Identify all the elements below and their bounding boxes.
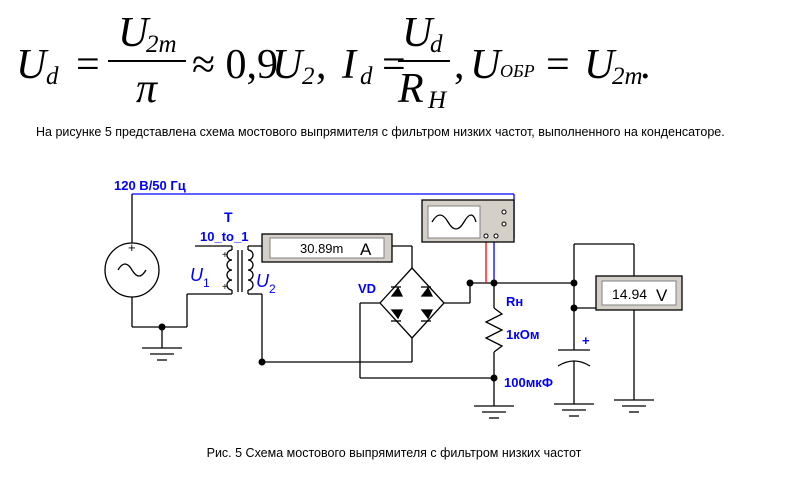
formula-den2: R	[398, 66, 424, 112]
formula-eq2: =	[382, 42, 406, 88]
voltmeter-unit: V	[656, 286, 668, 305]
voltmeter-icon	[595, 275, 683, 311]
formula-num2-sub: d	[430, 31, 443, 58]
primary-label: U	[190, 265, 204, 285]
transformer-label: T	[224, 209, 233, 225]
figure-caption: Рис. 5 Схема мостового выпрямителя с фил…	[206, 446, 582, 460]
formula-id-sub: d	[360, 63, 373, 90]
svg-text:+: +	[222, 282, 228, 293]
resistor-value: 1кОм	[506, 327, 539, 342]
secondary-label: U	[256, 271, 270, 291]
fraction-bar-2	[398, 60, 450, 62]
primary-sub: 1	[203, 276, 210, 290]
formula-u2-sub: 2	[302, 63, 315, 90]
capacitor-plus: +	[582, 333, 590, 348]
fraction-bar-1	[108, 60, 186, 62]
secondary-sub: 2	[269, 282, 276, 296]
formula-id: I	[342, 42, 356, 88]
formula-ud-lhs-sub: d	[46, 63, 59, 90]
diode-bridge-icon	[379, 267, 445, 339]
rectifier-formulas: U d = U 2m π ≈ 0,9 U 2 , I d = U d R Н ,…	[10, 6, 780, 114]
formula-u2m-sub: 2m	[612, 63, 643, 90]
source-label: 120 В/50 Гц	[114, 178, 186, 193]
formula-dot: .	[640, 42, 651, 88]
formula-uobr-sub: ОБР	[500, 61, 535, 81]
bridge-label: VD	[358, 281, 376, 296]
body-paragraph: На рисунке 5 представлена схема мостовог…	[36, 125, 725, 139]
svg-text:+: +	[222, 250, 228, 261]
formula-num2: U	[402, 10, 433, 56]
capacitor-value: 100мкФ	[504, 375, 553, 390]
transformer-model: 10_to_1	[200, 229, 248, 244]
transformer-icon	[226, 246, 254, 294]
formula-comma1: ,	[316, 42, 327, 88]
resistor-label: Rн	[506, 294, 523, 309]
voltmeter-value: 14.94	[612, 286, 647, 302]
formula-comma2: ,	[454, 42, 465, 88]
oscilloscope-icon	[421, 199, 515, 243]
source-plus: +	[128, 240, 136, 255]
formula-eq3: =	[546, 42, 570, 88]
formula-u2m: U	[584, 42, 615, 88]
ammeter-unit: A	[360, 240, 372, 259]
formula-num1-sub: 2m	[146, 31, 177, 58]
formula-den1: π	[136, 66, 158, 112]
formula-approx: ≈ 0,9	[192, 42, 279, 88]
formula-ud-lhs: U	[16, 42, 47, 88]
formula-den2-sub: Н	[428, 87, 447, 114]
ammeter-icon	[261, 233, 393, 263]
ammeter-value: 30.89m	[300, 241, 343, 256]
formula-eq1: =	[76, 42, 100, 88]
formula-u2: U	[272, 42, 303, 88]
formula-num1: U	[118, 10, 149, 56]
formula-uobr: U	[470, 42, 501, 88]
junction-dots	[158, 279, 578, 382]
